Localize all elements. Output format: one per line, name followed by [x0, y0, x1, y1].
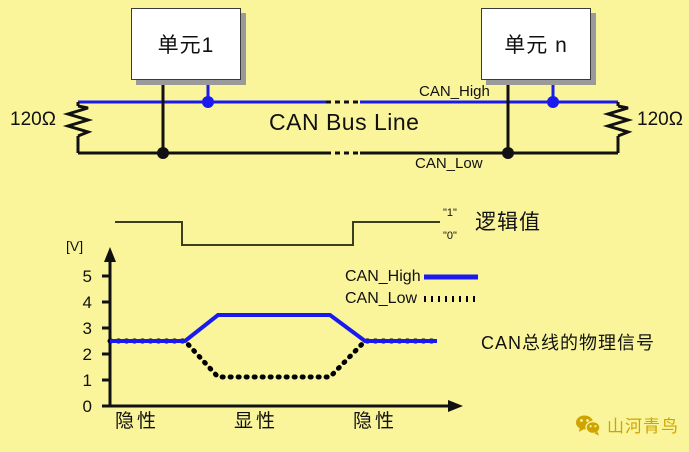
chart-y-axis-unit: [V] — [66, 238, 84, 254]
chart-ytick-0: 0 — [82, 397, 92, 416]
node-1-drop-wires — [157, 78, 214, 159]
chart-xcat-recessive-2: 隐性 — [353, 411, 398, 432]
can-network-diagram — [62, 78, 634, 159]
legend-label-can-low: CAN_Low — [345, 290, 418, 307]
network-node-unit-1[interactable]: 单元1 — [131, 8, 241, 80]
wechat-icon — [576, 415, 601, 435]
chart-x-axis — [110, 400, 463, 412]
chart-ytick-5: 5 — [82, 267, 92, 286]
can-high-trace — [110, 313, 437, 343]
network-node-unit-1-label: 单元1 — [157, 34, 215, 57]
x-axis-arrowhead — [448, 400, 463, 412]
chart-xcat-recessive-1: 隐性 — [115, 411, 160, 432]
chart-xcat-dominant: 显性 — [234, 411, 279, 432]
node-n-drop-wires — [502, 78, 559, 159]
node-1-low-junction — [157, 147, 169, 159]
legend-label-can-high: CAN_High — [345, 268, 421, 285]
node-n-low-junction — [502, 147, 514, 159]
physical-signal-caption: CAN总线的物理信号 — [481, 333, 656, 353]
logic-low-tick-label: "0" — [443, 230, 457, 242]
node-1-high-junction — [202, 96, 214, 108]
chart-ytick-4: 4 — [82, 293, 92, 312]
chart-y-axis — [102, 247, 116, 408]
right-terminator-label: 120Ω — [637, 109, 683, 130]
chart-ytick-3: 3 — [82, 319, 92, 338]
can-low-trace — [107, 338, 440, 380]
chart-ytick-2: 2 — [82, 345, 92, 364]
can-bus-line-title: CAN Bus Line — [269, 109, 420, 135]
logic-value-caption: 逻辑值 — [475, 211, 541, 234]
left-terminator-resistor — [62, 102, 94, 153]
logic-level-waveform — [115, 221, 440, 246]
watermark-text: 山河青鸟 — [607, 417, 679, 436]
network-node-unit-n-label: 单元 n — [504, 34, 568, 57]
chart-ytick-1: 1 — [82, 371, 92, 390]
left-terminator-label: 120Ω — [10, 109, 56, 130]
node-n-high-junction — [547, 96, 559, 108]
watermark: 山河青鸟 — [575, 412, 679, 437]
y-axis-arrowhead — [104, 247, 116, 262]
network-node-unit-n[interactable]: 单元 n — [481, 8, 591, 80]
right-terminator-resistor — [602, 102, 634, 153]
can-high-wire-label: CAN_High — [419, 83, 490, 100]
logic-high-tick-label: "1" — [443, 207, 457, 219]
can-low-wire-label: CAN_Low — [415, 155, 483, 172]
